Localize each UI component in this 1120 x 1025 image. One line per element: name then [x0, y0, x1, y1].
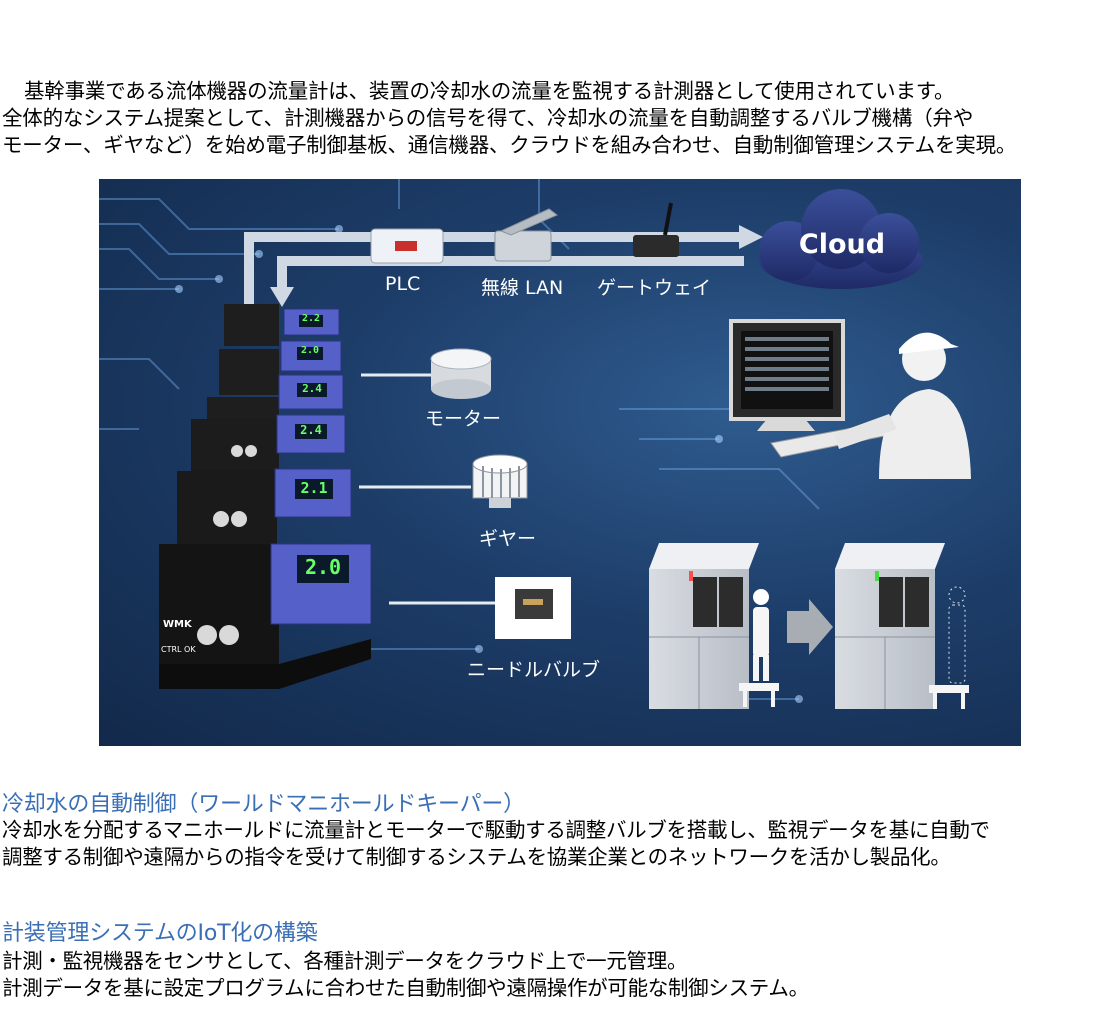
cloud-label: Cloud: [798, 229, 886, 260]
lcd-reading: 2.2: [301, 313, 321, 324]
needle-valve-icon: [495, 577, 571, 639]
lcd-reading: 2.1: [300, 479, 328, 497]
section-line: 冷却水を分配するマニホールドに流量計とモーターで駆動する調整バルブを搭載し、監視…: [2, 818, 990, 842]
section-line: 調整する制御や遠隔からの指令を受けて制御するシステムを協業企業とのネットワークを…: [2, 845, 951, 869]
plc-icon: [370, 228, 444, 264]
intro-line-1: 基幹事業である流体機器の流量計は、装置の冷却水の流量を監視する計測器として使用さ…: [24, 79, 955, 103]
section-line: 計測データを基に設定プログラムに合わせた自動制御や遠隔操作が可能な制御システム。: [2, 976, 809, 1000]
equipment-cabinet-before: [649, 543, 759, 709]
section-line: 計測・監視機器をセンサとして、各種計測データをクラウド上で一元管理。: [2, 949, 688, 973]
motor-icon: [430, 348, 492, 399]
circuit-nodes: [175, 225, 803, 703]
wireless-lan-icon: [494, 208, 558, 262]
equipment-cabinet-after: [835, 543, 969, 709]
gateway-icon: [633, 202, 679, 257]
operator-icon: [834, 332, 971, 479]
gear-icon: [472, 454, 528, 508]
section-body-cooling-control: 冷却水を分配するマニホールドに流量計とモーターで駆動する調整バルブを搭載し、監視…: [2, 817, 1118, 871]
needle-valve-label: ニードルバルブ: [467, 659, 601, 681]
system-diagram: 2.2 2.0 2.4 2.4 2.1 2.0 WMK CTRL OK Clou…: [99, 179, 1021, 746]
arrow-right-icon: [787, 599, 833, 655]
lcd-reading: 2.4: [302, 382, 322, 395]
comm-arrows: [244, 225, 763, 309]
lcd-reading: 2.0: [304, 555, 342, 579]
intro-line-2: 全体的なシステム提案として、計測機器からの信号を得て、冷却水の流量を自動調整する…: [2, 106, 974, 130]
plc-label: PLC: [385, 273, 421, 295]
motor-label: モーター: [425, 408, 502, 430]
wireless-lan-label: 無線 LAN: [481, 277, 564, 299]
worker-icon: [739, 589, 779, 707]
lcd-reading: 2.0: [300, 345, 320, 356]
monitor-icon: [729, 319, 890, 458]
intro-paragraph: 基幹事業である流体機器の流量計は、装置の冷却水の流量を監視する計測器として使用さ…: [2, 78, 1118, 159]
section-body-iot: 計測・監視機器をセンサとして、各種計測データをクラウド上で一元管理。 計測データ…: [2, 948, 1118, 1002]
device-status-label: CTRL OK: [161, 645, 196, 654]
cloud-icon: [759, 189, 923, 289]
lcd-reading: 2.4: [300, 423, 322, 437]
device-brand-label: WMK: [163, 619, 192, 630]
manifold-device-stack: [159, 304, 372, 689]
intro-line-3: モーター、ギヤなど）を始め電子制御基板、通信機器、クラウドを組み合わせ、自動制御…: [2, 133, 1017, 157]
section-title-cooling-control: 冷却水の自動制御（ワールドマニホールドキーパー）: [2, 792, 525, 817]
component-connectors: [359, 373, 495, 605]
section-title-iot: 計装管理システムのIoT化の構築: [2, 921, 318, 946]
gateway-label: ゲートウェイ: [597, 277, 712, 299]
gear-label: ギヤー: [479, 528, 537, 550]
diagram-graphics: [99, 179, 971, 709]
